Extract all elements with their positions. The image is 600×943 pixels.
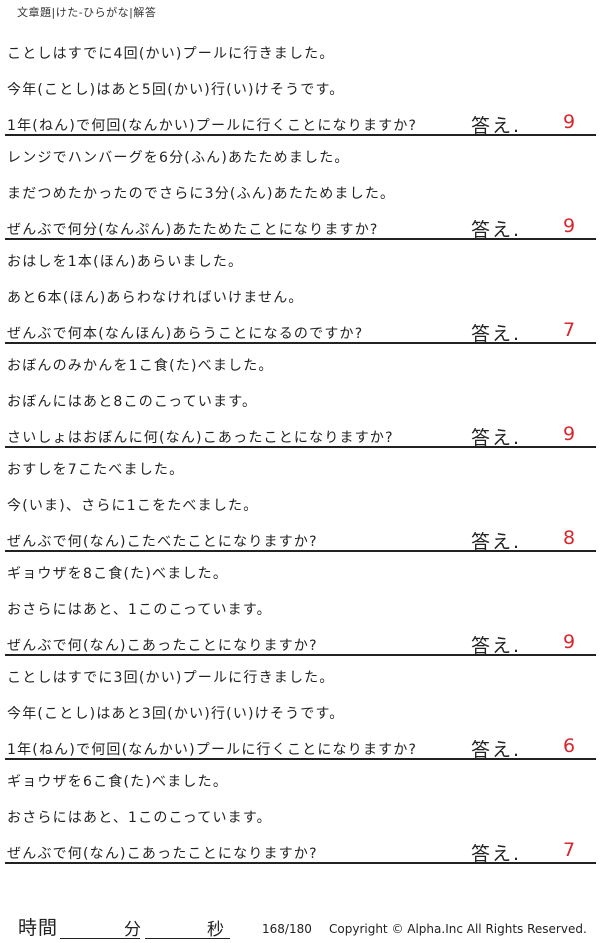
- problem-statement-line: レンジでハンバーグを6分(ふん)あたためました。: [7, 150, 350, 166]
- problem-statement-line: まだつめたかったのでさらに3分(ふん)あたためました。: [7, 186, 396, 202]
- seconds-blank: [145, 938, 230, 939]
- answer-label: 答え.: [471, 323, 522, 345]
- problem-statement-line: おさらにはあと、1このこっています。: [7, 602, 272, 618]
- answer-rule: [5, 446, 596, 448]
- minutes-label: 分: [124, 920, 141, 940]
- problem-statement-line: おぼんのみかんを1こ食(た)べました。: [7, 358, 274, 374]
- answer-label: 答え.: [471, 427, 522, 449]
- problem-statement-line: おぼんにはあと8このこっています。: [7, 394, 258, 410]
- answer-label: 答え.: [471, 739, 522, 761]
- problem-6: ギョウザを8こ食(た)べました。 おさらにはあと、1このこっています。 ぜんぶで…: [0, 552, 600, 657]
- answer-label: 答え.: [471, 635, 522, 657]
- problem-list: ことしはすでに4回(かい)プールに行きました。 今年(ことし)はあと5回(かい)…: [0, 32, 600, 865]
- time-label: 時間: [18, 917, 59, 939]
- answer-rule: [5, 758, 596, 760]
- minutes-blank: [60, 938, 140, 939]
- answer-value: 7: [563, 839, 576, 861]
- problem-question-line: 1年(ねん)で何回(なんかい)プールに行くことになりますか?: [7, 118, 418, 134]
- answer-rule: [5, 550, 596, 552]
- worksheet-footer: 時間 分 秒 168/180 Copyright © Alpha.Inc All…: [0, 910, 600, 940]
- copyright-notice: Copyright © Alpha.Inc All Rights Reserve…: [329, 922, 587, 936]
- problem-2: レンジでハンバーグを6分(ふん)あたためました。 まだつめたかったのでさらに3分…: [0, 136, 600, 241]
- problem-statement-line: ギョウザを6こ食(た)べました。: [7, 774, 229, 790]
- problem-statement-line: 今年(ことし)はあと5回(かい)行(い)けそうです。: [7, 82, 345, 98]
- problem-question-line: ぜんぶで何(なん)こたべたことになりますか?: [7, 534, 318, 550]
- problem-statement-line: 今年(ことし)はあと3回(かい)行(い)けそうです。: [7, 706, 345, 722]
- answer-value: 8: [563, 527, 576, 549]
- answer-rule: [5, 134, 596, 136]
- problem-3: おはしを1本(ほん)あらいました。 あと6本(ほん)あらわなければいけません。 …: [0, 240, 600, 345]
- answer-rule: [5, 862, 596, 864]
- answer-value: 6: [563, 735, 576, 757]
- answer-rule: [5, 654, 596, 656]
- answer-label: 答え.: [471, 219, 522, 241]
- problem-question-line: ぜんぶで何本(なんほん)あらうことになるのですか?: [7, 326, 364, 342]
- problem-statement-line: 今(いま)、さらに1こをたべました。: [7, 498, 259, 514]
- worksheet-header: 文章題|けた-ひらがな|解答: [17, 6, 157, 19]
- problem-5: おすしを7こたべました。 今(いま)、さらに1こをたべました。 ぜんぶで何(なん…: [0, 448, 600, 553]
- answer-label: 答え.: [471, 843, 522, 865]
- problem-statement-line: おはしを1本(ほん)あらいました。: [7, 254, 244, 270]
- problem-statement-line: おさらにはあと、1このこっています。: [7, 810, 272, 826]
- problem-statement-line: あと6本(ほん)あらわなければいけません。: [7, 290, 304, 306]
- answer-label: 答え.: [471, 531, 522, 553]
- problem-question-line: 1年(ねん)で何回(なんかい)プールに行くことになりますか?: [7, 742, 418, 758]
- problem-statement-line: ことしはすでに4回(かい)プールに行きました。: [7, 46, 335, 62]
- problem-8: ギョウザを6こ食(た)べました。 おさらにはあと、1このこっています。 ぜんぶで…: [0, 760, 600, 865]
- answer-value: 9: [563, 215, 576, 237]
- problem-question-line: さいしょはおぼんに何(なん)こあったことになりますか?: [7, 430, 394, 446]
- answer-value: 7: [563, 319, 576, 341]
- answer-value: 9: [563, 111, 576, 133]
- answer-value: 9: [563, 631, 576, 653]
- answer-label: 答え.: [471, 115, 522, 137]
- seconds-label: 秒: [207, 920, 224, 940]
- answer-value: 9: [563, 423, 576, 445]
- answer-rule: [5, 342, 596, 344]
- problem-question-line: ぜんぶで何分(なんぷん)あたためたことになりますか?: [7, 222, 379, 238]
- page-number: 168/180: [262, 922, 312, 936]
- problem-1: ことしはすでに4回(かい)プールに行きました。 今年(ことし)はあと5回(かい)…: [0, 32, 600, 137]
- problem-question-line: ぜんぶで何(なん)こあったことになりますか?: [7, 846, 318, 862]
- problem-question-line: ぜんぶで何(なん)こあったことになりますか?: [7, 638, 318, 654]
- problem-7: ことしはすでに3回(かい)プールに行きました。 今年(ことし)はあと3回(かい)…: [0, 656, 600, 761]
- problem-statement-line: ギョウザを8こ食(た)べました。: [7, 566, 229, 582]
- problem-statement-line: ことしはすでに3回(かい)プールに行きました。: [7, 670, 335, 686]
- answer-rule: [5, 238, 596, 240]
- problem-statement-line: おすしを7こたべました。: [7, 462, 185, 478]
- problem-4: おぼんのみかんを1こ食(た)べました。 おぼんにはあと8このこっています。 さい…: [0, 344, 600, 449]
